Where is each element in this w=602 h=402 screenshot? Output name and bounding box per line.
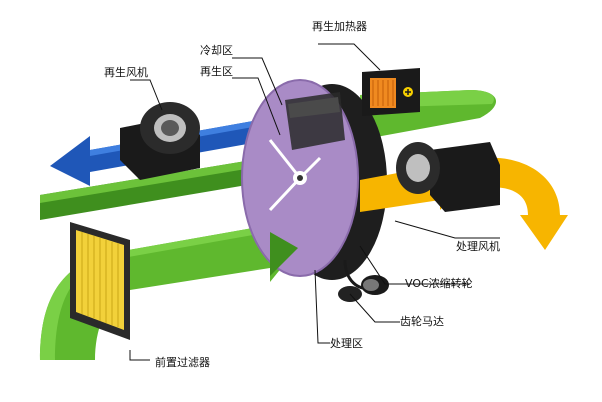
label-cooling-zone: 冷却区 bbox=[200, 44, 233, 57]
pre-filter bbox=[70, 222, 130, 340]
voc-wheel bbox=[241, 79, 387, 280]
gear-motor bbox=[338, 259, 389, 302]
label-gear-motor: 齿轮马达 bbox=[400, 314, 444, 328]
label-regen-heater: 再生加热器 bbox=[312, 19, 367, 33]
process-inlet-duct bbox=[40, 210, 300, 360]
leader-lines bbox=[129, 43, 500, 361]
label-regen-zone: 再生区 bbox=[200, 64, 233, 78]
label-process-zone: 处理区 bbox=[330, 337, 363, 350]
label-voc-wheel: VOC浓缩转轮 bbox=[405, 276, 473, 290]
regen-fan bbox=[120, 102, 200, 180]
regen-heater bbox=[362, 68, 420, 116]
process-fan bbox=[396, 142, 500, 212]
label-pre-filter: 前置过滤器 bbox=[155, 355, 210, 369]
label-regen-fan: 再生风机 bbox=[104, 65, 148, 79]
label-process-fan: 处理风机 bbox=[456, 239, 500, 253]
process-air-arrow bbox=[270, 232, 298, 276]
